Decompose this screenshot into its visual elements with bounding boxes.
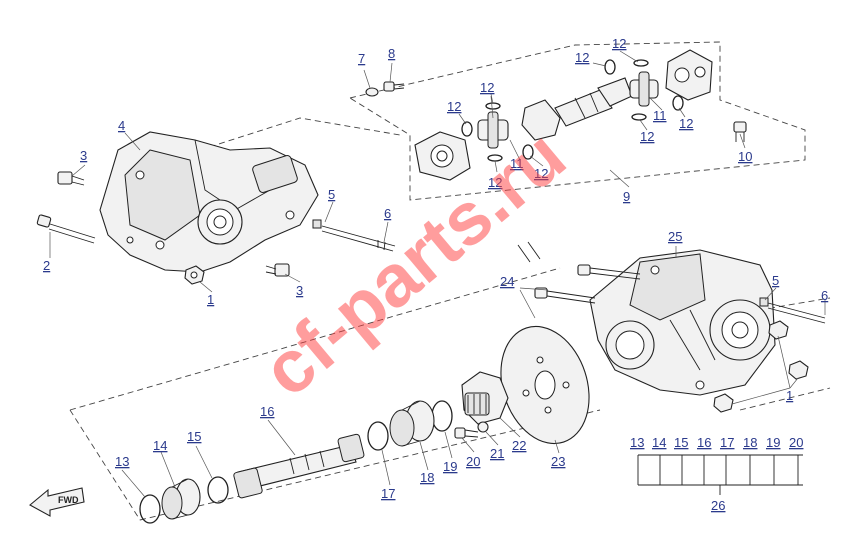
bolt-3-top <box>57 171 85 186</box>
kit-bracket <box>637 454 803 495</box>
coupling-flange-left <box>414 131 471 181</box>
kit-item-16: 16 <box>697 435 711 450</box>
bolt-20 <box>454 427 479 439</box>
kit-item-20: 20 <box>789 435 803 450</box>
callout-12-h: 12 <box>679 116 693 131</box>
shaft-16 <box>233 433 365 499</box>
callout-12-g: 12 <box>640 129 654 144</box>
flange-22 <box>461 371 509 425</box>
callout-26: 26 <box>711 498 725 513</box>
kit-item-15: 15 <box>674 435 688 450</box>
brake-disc-23 <box>500 325 590 445</box>
callout-1-rear: 1 <box>786 388 793 403</box>
callout-1: 1 <box>207 292 214 307</box>
callout-10: 10 <box>738 149 752 164</box>
axis-break <box>517 241 541 263</box>
ring-15 <box>207 476 229 504</box>
callout-24: 24 <box>500 274 514 289</box>
front-differential-housing <box>99 131 319 273</box>
callout-4: 4 <box>118 118 125 133</box>
callout-14: 14 <box>153 438 167 453</box>
callout-8: 8 <box>388 46 395 61</box>
kit-item-17: 17 <box>720 435 734 450</box>
callout-12-a: 12 <box>447 99 461 114</box>
stud-5-6-front <box>312 219 396 252</box>
kit-item-19: 19 <box>766 435 780 450</box>
callout-11: 11 <box>510 156 524 171</box>
ring-17 <box>367 421 389 451</box>
snap-rings-right <box>604 59 684 121</box>
callout-12-e: 12 <box>575 50 589 65</box>
nut-21 <box>477 421 489 433</box>
callout-15: 15 <box>187 429 201 444</box>
callout-3: 3 <box>80 148 87 163</box>
callout-12-b: 12 <box>480 80 494 95</box>
bearing-18 <box>389 400 435 447</box>
callout-9: 9 <box>623 189 630 204</box>
callout-12-d: 12 <box>534 166 548 181</box>
callout-11-right: 11 <box>653 108 667 123</box>
callout-22: 22 <box>512 438 526 453</box>
callout-16: 16 <box>260 404 274 419</box>
bolt-3-bottom <box>265 263 290 277</box>
callout-5-rear: 5 <box>772 273 779 288</box>
leader-lines <box>49 50 826 498</box>
yoke-flange-right <box>665 49 713 101</box>
callout-21: 21 <box>490 446 504 461</box>
bolt-10 <box>733 121 747 142</box>
callout-6: 6 <box>384 206 391 221</box>
callout-12-f: 12 <box>612 36 626 51</box>
fwd-label: FWD <box>58 495 79 505</box>
callout-7: 7 <box>358 51 365 66</box>
u-joint-left <box>477 111 509 149</box>
callout-19: 19 <box>443 459 457 474</box>
washer-7 <box>365 87 379 97</box>
kit-item-14: 14 <box>652 435 666 450</box>
kit-item-18: 18 <box>743 435 757 450</box>
long-bolt-2 <box>36 214 96 244</box>
frame-upper <box>348 41 806 201</box>
callout-18: 18 <box>420 470 434 485</box>
sleeve-14 <box>161 478 201 520</box>
callout-25: 25 <box>668 229 682 244</box>
callout-17: 17 <box>381 486 395 501</box>
callout-2: 2 <box>43 258 50 273</box>
bolts-24 <box>534 264 641 304</box>
callout-6-rear: 6 <box>821 288 828 303</box>
kit-item-13: 13 <box>630 435 644 450</box>
u-joint-right <box>629 71 659 107</box>
ring-19 <box>431 400 453 432</box>
ring-13 <box>139 494 161 524</box>
bolt-8 <box>383 81 405 92</box>
callout-13: 13 <box>115 454 129 469</box>
fwd-arrow: FWD <box>29 487 85 517</box>
rear-differential-housing <box>589 249 776 396</box>
callout-5: 5 <box>328 187 335 202</box>
callout-20: 20 <box>466 454 480 469</box>
nuts-1-rear <box>713 320 809 413</box>
drive-shaft-9 <box>521 77 633 141</box>
callout-23: 23 <box>551 454 565 469</box>
stud-5-6-rear <box>759 297 826 324</box>
callout-3-lower: 3 <box>296 283 303 298</box>
callout-12-c: 12 <box>488 175 502 190</box>
